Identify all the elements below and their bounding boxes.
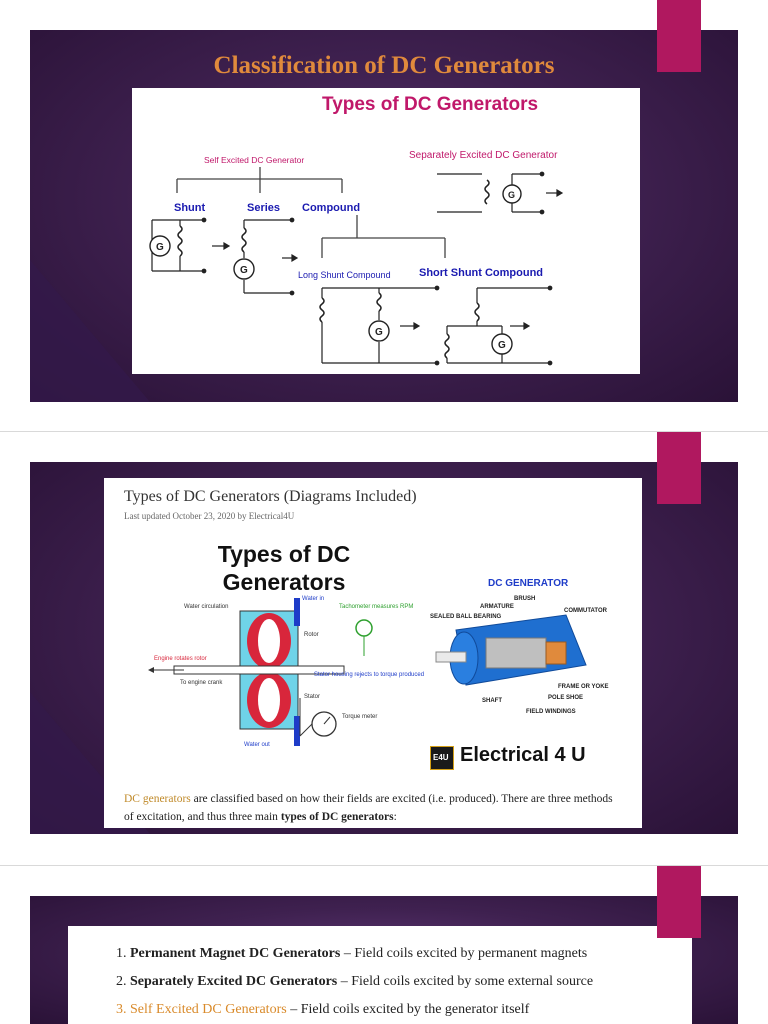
long-shunt-g-label: G xyxy=(375,327,383,338)
list-item: 2. Separately Excited DC Generators – Fi… xyxy=(116,968,593,996)
para-text-2: : xyxy=(393,811,397,823)
short-shunt-circuit xyxy=(444,285,553,366)
list-item-desc: – Field coils excited by permanent magne… xyxy=(340,946,588,961)
slide-3-accent-bar xyxy=(657,866,701,938)
long-shunt-generator-symbol xyxy=(368,320,390,342)
slide-2: Types of DC Generators (Diagrams Include… xyxy=(30,462,738,834)
to-engine-label: To engine crank xyxy=(180,680,223,686)
shaft-end xyxy=(435,651,467,663)
tree-lines xyxy=(176,167,446,258)
shaft-label: SHAFT xyxy=(482,698,502,704)
series-label: Series xyxy=(247,202,280,214)
diagram-heading: Types of DC Generators xyxy=(322,94,538,115)
dynamometer-diagram: Water in Tachometer measures RPM Water c… xyxy=(148,596,424,748)
list-item-desc: – Field coils excited by the generator i… xyxy=(286,1002,530,1017)
shunt-circuit xyxy=(151,217,231,274)
classification-diagram-svg: Types of DC Generators Self Excited DC G… xyxy=(149,94,564,366)
slide-1-accent-bar xyxy=(657,0,701,72)
slide-1-corner-decor xyxy=(30,260,150,402)
list-item: 3. Self Excited DC Generators – Field co… xyxy=(116,996,593,1024)
shunt-label: Shunt xyxy=(174,202,205,214)
list-item-name[interactable]: Self Excited DC Generators xyxy=(130,1002,287,1017)
list-item-number: 2. xyxy=(116,974,130,989)
long-shunt-label: Long Shunt Compound xyxy=(298,270,391,280)
commutator xyxy=(545,641,567,665)
short-shunt-g-label: G xyxy=(498,340,506,351)
tachometer-icon xyxy=(355,619,373,637)
self-excited-label: Self Excited DC Generator xyxy=(204,155,304,165)
dc-generator-cutaway: DC GENERATOR BRUSH ARMATURE COMMUTATOR S… xyxy=(430,578,609,715)
brand-badge-text: E4U xyxy=(433,753,449,762)
types-list-panel: 1. Permanent Magnet DC Generators – Fiel… xyxy=(68,926,692,1024)
compound-label: Compound xyxy=(302,202,360,214)
pole-shoe-label: POLE SHOE xyxy=(548,695,583,701)
article-screenshot: Types of DC Generators (Diagrams Include… xyxy=(104,478,642,828)
slide-2-accent-bar xyxy=(657,432,701,504)
slide-separator xyxy=(0,865,768,866)
classification-diagram: Types of DC Generators Self Excited DC G… xyxy=(132,88,640,374)
armature-label: ARMATURE xyxy=(480,604,514,610)
armature xyxy=(485,637,547,669)
water-circulation-label: Water circulation xyxy=(184,604,228,610)
separately-generator-symbol xyxy=(502,184,522,204)
brand-text: Electrical 4 U xyxy=(460,744,586,766)
slide-1: Classification of DC Generators Types of… xyxy=(30,30,738,402)
para-text-1: are classified based on how their fields… xyxy=(124,793,613,823)
engine-rotates-label: Engine rotates rotor xyxy=(154,656,207,662)
short-shunt-generator-symbol xyxy=(491,333,513,355)
rotor-top-center xyxy=(258,619,280,663)
article-paragraph: DC generators are classified based on ho… xyxy=(124,790,624,826)
frame-label: FRAME OR YOKE xyxy=(558,684,609,690)
separately-excited-label: Separately Excited DC Generator xyxy=(409,150,558,161)
slide-3: 1. Permanent Magnet DC Generators – Fiel… xyxy=(30,896,738,1024)
water-in-label: Water in xyxy=(302,596,324,602)
dc-generator-title: DC GENERATOR xyxy=(488,578,569,589)
rotor-bottom-center xyxy=(258,678,280,722)
list-item-name: Permanent Magnet DC Generators xyxy=(130,946,341,961)
sealed-ball-label: SEALED BALL BEARING xyxy=(430,614,502,620)
series-circuit xyxy=(241,217,299,296)
para-bold: types of DC generators xyxy=(280,811,394,823)
commutator-label: COMMUTATOR xyxy=(564,608,608,614)
water-out-pipe xyxy=(294,716,300,746)
field-windings-label: FIELD WINDINGS xyxy=(526,709,576,715)
list-item-number: 3. xyxy=(116,1002,130,1017)
shunt-g-label: G xyxy=(156,242,164,253)
separately-excited-circuit xyxy=(437,171,564,215)
list-item: 1. Permanent Magnet DC Generators – Fiel… xyxy=(116,940,593,968)
slide-1-title: Classification of DC Generators xyxy=(213,52,555,79)
brush-label: BRUSH xyxy=(514,596,535,602)
water-out-label: Water out xyxy=(244,742,270,748)
list-item-desc: – Field coils excited by some external s… xyxy=(337,974,594,989)
list-item-name: Separately Excited DC Generators xyxy=(130,974,338,989)
series-generator-symbol xyxy=(233,258,255,280)
torque-meter-label: Torque meter xyxy=(342,714,377,720)
stator-housing-label: Stator housing rejects to torque produce… xyxy=(314,672,424,678)
article-meta: Last updated October 23, 2020 by Electri… xyxy=(124,511,295,521)
stator-label: Stator xyxy=(304,694,320,700)
list-item-number: 1. xyxy=(116,946,130,961)
brand-logo: E4U xyxy=(430,746,454,770)
tachometer-label: Tachometer measures RPM xyxy=(339,604,413,610)
long-shunt-circuit xyxy=(319,285,440,366)
rotor-label: Rotor xyxy=(304,632,319,638)
slide-separator xyxy=(0,431,768,432)
water-in-pipe xyxy=(294,598,300,626)
article-title: Types of DC Generators (Diagrams Include… xyxy=(124,488,417,505)
dc-generators-link[interactable]: DC generators xyxy=(124,793,191,805)
types-list: 1. Permanent Magnet DC Generators – Fiel… xyxy=(116,940,593,1024)
short-shunt-label: Short Shunt Compound xyxy=(419,267,543,279)
separately-g-label: G xyxy=(508,190,515,200)
image-title: Types of DC Generators xyxy=(217,541,351,595)
series-g-label: G xyxy=(240,265,248,276)
shunt-generator-symbol xyxy=(149,235,171,257)
